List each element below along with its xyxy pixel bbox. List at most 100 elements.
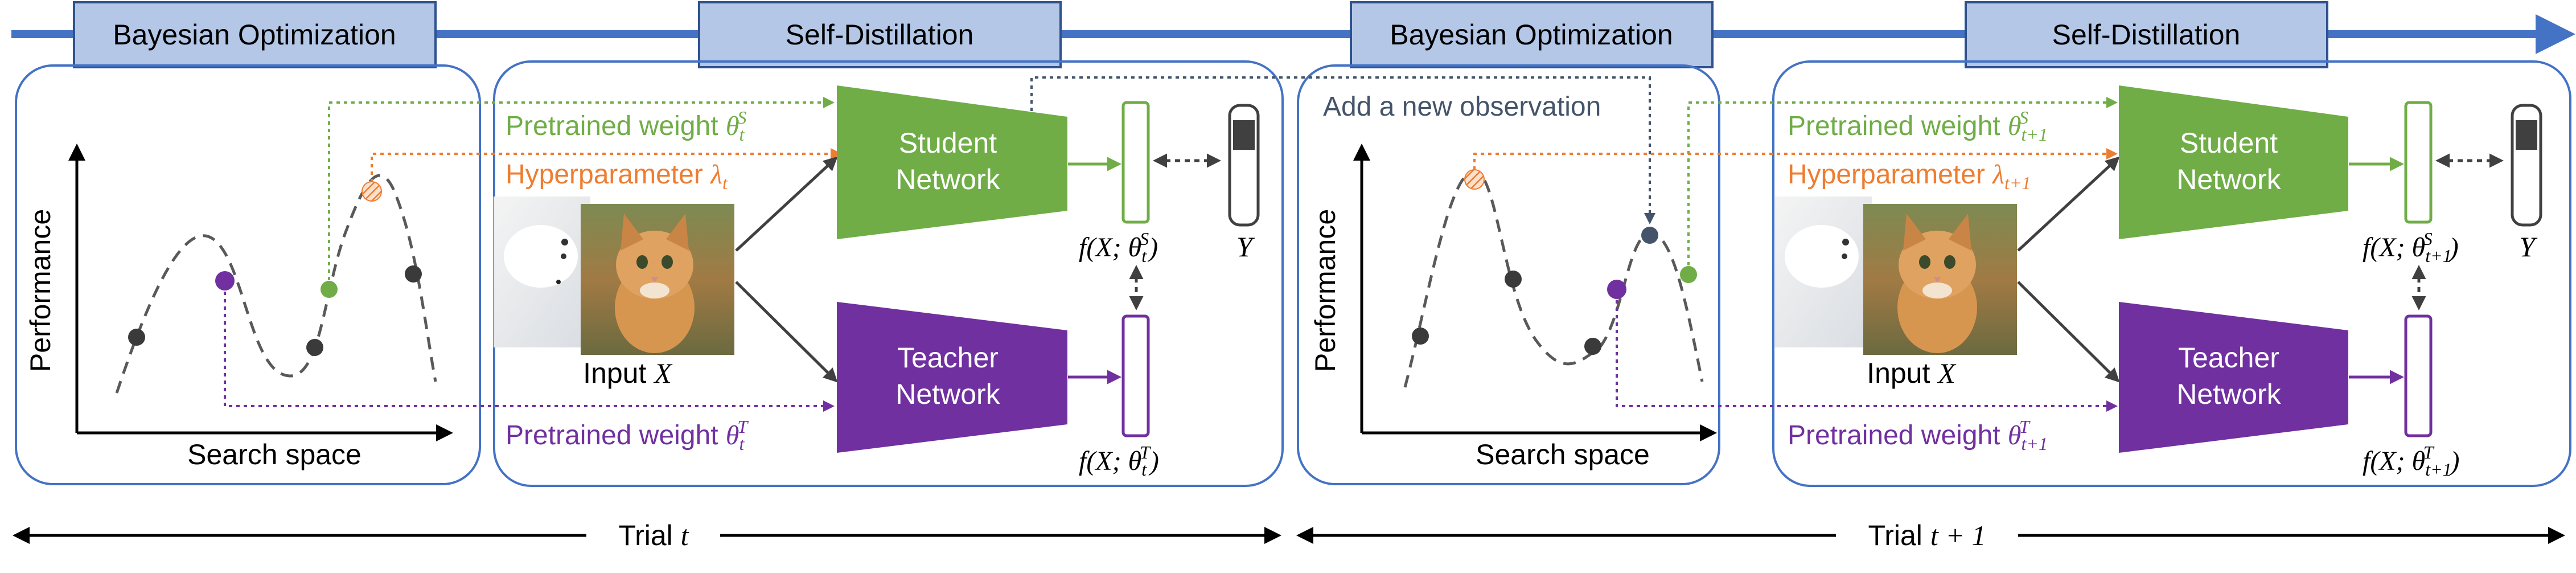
student-weight-symbol: θ (726, 111, 739, 141)
teacher-network-label-line1: Teacher (2178, 342, 2279, 374)
new-observation-label: Add a new observation (1323, 92, 1601, 122)
teacher-weight-sub: t (739, 433, 745, 454)
student-network-2: Student Network (2119, 85, 2348, 239)
trial-symbol: t + 1 (1930, 519, 1986, 551)
bo-panel-2 (1297, 64, 1720, 485)
student-weight-link-1 (328, 97, 835, 280)
hyperparameter-prefix: Hyperparameter (506, 159, 710, 190)
input-label-1: Input X (583, 357, 673, 389)
student-output-label-2: f(X; θt+1S) (2363, 228, 2459, 266)
kitten-photo-icon (581, 204, 734, 355)
teacher-weight-sup: T (2019, 416, 2031, 437)
bo-panel-1 (15, 64, 481, 485)
input-prefix: Input (583, 357, 654, 389)
observed-point (1412, 328, 1429, 345)
teacher-network-2: Teacher Network (2119, 302, 2348, 453)
trial-symbol: t (681, 519, 689, 551)
output-text: f(X; θ (2363, 446, 2425, 476)
observed-point (1505, 271, 1522, 288)
input-to-teacher-arrow-2 (2017, 281, 2120, 383)
selected-point-green (321, 281, 338, 298)
svg-text:Pretrained weight θt+1S: Pretrained weight θt+1S (1788, 107, 2048, 145)
teacher-weight-sup: T (737, 416, 749, 437)
teacher-network-1: Teacher Network (837, 302, 1067, 453)
teacher-output-vector-1 (1121, 314, 1150, 437)
student-network-label-line1: Student (2180, 127, 2278, 159)
hyperparameter-point-hatched (1464, 169, 1485, 190)
trial-t-label: Trial t (618, 519, 689, 551)
observed-point (128, 329, 145, 346)
label-bar-icon (2511, 104, 2542, 227)
svg-text:Hyperparameter λt: Hyperparameter λt (506, 159, 728, 193)
svg-text:Pretrained weight θtS: Pretrained weight θtS (506, 107, 746, 145)
teacher-output-label-1: f(X; θtT) (1079, 442, 1159, 480)
teacher-network-label-line2: Network (2176, 378, 2281, 410)
hyperparameter-point-hatched (361, 181, 382, 202)
stage-box-sd-2: Self-Distillation (1965, 1, 2328, 68)
output-text: f(X; θ (1079, 232, 1141, 263)
teacher-weight-prefix: Pretrained weight (506, 420, 726, 451)
hyperparameter-link-1 (371, 148, 842, 182)
output-close: ) (1147, 232, 1158, 263)
trial-t1-label: Trial t + 1 (1868, 519, 1986, 551)
teacher-weight-label-2: Pretrained weight θt+1T (1788, 416, 2048, 454)
stage-box-sd-1: Self-Distillation (698, 1, 1062, 68)
svg-text:Pretrained weight θt+1T: Pretrained weight θt+1T (1788, 416, 2048, 454)
output-close: ) (1148, 446, 1159, 476)
white-dog-photo-icon (1775, 197, 1872, 347)
hyperparameter-label-2: Hyperparameter λt+1 (1788, 159, 2031, 193)
bo-plot-2: Performance Search space (1309, 144, 1717, 470)
observed-point (1584, 338, 1601, 355)
hyperparameter-prefix: Hyperparameter (1788, 159, 1992, 190)
y-axis-label-1: Performance (24, 209, 56, 372)
hyperparameter-sub: t (722, 173, 728, 193)
input-symbol: X (653, 357, 673, 389)
input-label-2: Input X (1867, 357, 1957, 389)
observed-point (405, 265, 422, 283)
x-axis-label-1: Search space (187, 439, 361, 470)
best-point-purple (215, 271, 235, 290)
output-sup: T (1140, 442, 1151, 463)
best-point-purple (1607, 280, 1626, 299)
student-weight-label-1: Pretrained weight θtS (506, 107, 746, 145)
svg-text:Pretrained weight θtT: Pretrained weight θtT (506, 416, 749, 454)
student-network-1: Student Network (837, 85, 1067, 239)
student-weight-prefix: Pretrained weight (1788, 111, 2008, 141)
new-observation-point (1641, 227, 1658, 244)
student-weight-sup: S (2019, 107, 2028, 128)
input-symbol: X (1937, 357, 1957, 389)
input-to-student-arrow-2 (2017, 156, 2120, 252)
hyperparameter-sub: t+1 (2004, 173, 2031, 193)
hyperparameter-symbol: λ (709, 159, 722, 190)
bo-plot-1: Performance Search space (24, 144, 453, 470)
output-sub: t (1141, 245, 1147, 266)
student-weight-sup: S (737, 107, 746, 128)
student-weight-link-2 (1687, 97, 2118, 265)
student-output-label-1: f(X; θtS) (1079, 228, 1158, 266)
svg-text:Hyperparameter λt+1: Hyperparameter λt+1 (1788, 159, 2031, 193)
student-weight-sub: t+1 (2021, 124, 2047, 145)
selected-point-green (1680, 266, 1697, 283)
student-output-vector-1 (1121, 101, 1150, 224)
label-y-1: Y (1236, 231, 1255, 263)
student-output-vector-2 (2404, 101, 2433, 224)
output-sup: S (1140, 228, 1149, 249)
teacher-weight-label-1: Pretrained weight θtT (506, 416, 749, 454)
teacher-weight-link-2 (1616, 300, 2118, 412)
teacher-output-label-2: f(X; θt+1T) (2363, 442, 2459, 480)
output-close: ) (2448, 232, 2459, 263)
student-weight-label-2: Pretrained weight θt+1S (1788, 107, 2048, 145)
stage-box-bo-2: Bayesian Optimization (1350, 1, 1714, 68)
new-observation-link (1030, 76, 1655, 224)
output-close: ) (2448, 446, 2459, 476)
kitten-photo-icon (1863, 204, 2017, 355)
sd-panel-2 (1772, 60, 2571, 487)
student-weight-sub: t (739, 124, 745, 145)
y-axis-label-2: Performance (1309, 209, 1341, 372)
teacher-weight-symbol: θ (726, 420, 739, 451)
output-text: f(X; θ (2363, 232, 2425, 263)
output-text: f(X; θ (1079, 446, 1141, 476)
performance-curve-2 (1403, 169, 1704, 388)
student-network-label-line1: Student (899, 127, 997, 159)
